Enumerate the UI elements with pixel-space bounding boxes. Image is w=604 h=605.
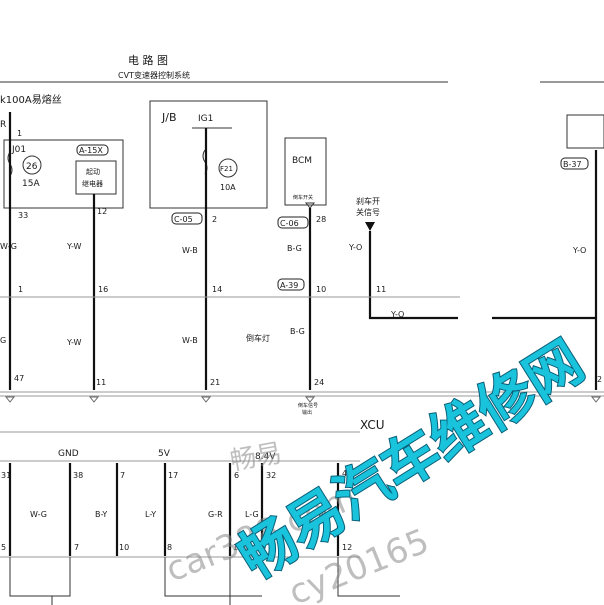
- bus-top-pin-38: 38: [73, 471, 83, 480]
- wire-color-r: R: [0, 120, 6, 130]
- bus-bottom-pin-7: 7: [74, 543, 79, 552]
- xcu-pin-47: 47: [14, 374, 24, 383]
- xcu-label: XCU: [360, 418, 385, 432]
- wire-wg-upper: W-G: [0, 242, 17, 251]
- bus-gnd: GND: [58, 449, 79, 459]
- brake-signal-arrow: [365, 222, 375, 231]
- wire-yo-lower: Y-O: [390, 310, 404, 319]
- wire-bg-upper: B-G: [287, 244, 302, 253]
- fuse-f21-number: F21: [220, 165, 233, 173]
- fuse-link-label: k100A易熔丝: [0, 93, 62, 106]
- bus-bottom-pin-11: 11: [233, 543, 243, 552]
- bus-top-pin-6: 6: [234, 471, 239, 480]
- relay-label-1: 起动: [86, 167, 100, 176]
- mid-pin-16: 16: [98, 285, 108, 294]
- relay-pin: 12: [97, 207, 107, 216]
- relay-connector: A-15X: [79, 146, 103, 155]
- wire-bg-lower: B-G: [290, 327, 305, 336]
- xcu-note-2: 输出: [302, 409, 312, 416]
- bus-top-pin-7: 7: [120, 471, 125, 480]
- mid-pin-11: 11: [376, 285, 386, 294]
- wire-g-lower: G: [0, 336, 6, 345]
- bus-top-pin-43: 43: [342, 469, 352, 478]
- jb-connector: C-05: [174, 215, 193, 224]
- bcm-title: BCM: [292, 156, 312, 166]
- bcm-connector: C-06: [280, 219, 299, 228]
- bus-top-pin-31: 31: [1, 471, 11, 480]
- bus-top-pin-17: 17: [168, 471, 178, 480]
- wire-col-brake: [368, 231, 458, 320]
- relay-connector-tag: [76, 144, 109, 156]
- right-connector: B-37: [563, 160, 582, 169]
- xcu-pin-markers: [4, 396, 602, 403]
- mid-pin-14: 14: [212, 285, 222, 294]
- fuse-26-circle: [22, 155, 42, 175]
- bus-wire-by: B-Y: [95, 510, 107, 519]
- starter-relay-box: [75, 160, 117, 195]
- mid-pin-left: 1: [18, 285, 23, 294]
- fuse-f21-rating: 10A: [220, 183, 236, 192]
- bus-bottom-pin-12: 12: [342, 543, 352, 552]
- wire-yo-upper: Y-O: [348, 243, 362, 252]
- brake-label-1: 刹车开: [356, 196, 380, 206]
- fuse-26-number: 26: [26, 162, 38, 172]
- right-pin-bottom: 2: [597, 375, 602, 384]
- a39-connector: A-39: [280, 281, 298, 290]
- diagram-subtitle: CVT变速器控制系统: [118, 70, 190, 80]
- bcm-note: 倒车开关: [293, 194, 313, 201]
- bus-bottom-pin-10: 10: [119, 543, 129, 552]
- j01-bottom-pin: 33: [18, 211, 28, 220]
- right-wire: Y-O: [572, 246, 586, 255]
- j01-top-pin: 1: [17, 129, 22, 138]
- jb-connector-tag: [171, 212, 203, 225]
- right-connector-tag: [560, 157, 589, 170]
- reverse-lamp-label: 倒车灯: [246, 333, 270, 343]
- bus-wire-gr: G-R: [208, 510, 223, 519]
- bus-wire-ly: L-Y: [145, 510, 156, 519]
- bus-wires: [8, 463, 340, 556]
- wire-yw-lower: Y-W: [66, 338, 82, 347]
- xcu-pin-11: 11: [96, 378, 106, 387]
- wire-wb-lower: W-B: [182, 336, 198, 345]
- bus-bottom-branches: [9, 557, 400, 605]
- diagram-title: 电 路 图: [128, 54, 168, 67]
- wire-wb-upper: W-B: [182, 246, 198, 255]
- fuse-26-rating: 15A: [22, 179, 40, 189]
- brake-label-2: 关信号: [356, 207, 380, 217]
- j01-label: J01: [11, 145, 26, 155]
- bus-8v4: 8.4V: [255, 452, 276, 462]
- bus-wire-wg: W-G: [30, 510, 47, 519]
- a39-connector-tag: [277, 278, 305, 291]
- relay-label-2: 继电器: [82, 179, 103, 188]
- bcm-connector-tag: [277, 216, 309, 229]
- bus-bottom-pin-5: 5: [1, 543, 6, 552]
- jb-circuit: IG1: [198, 114, 213, 124]
- jb-title: J/B: [161, 111, 177, 124]
- mid-pin-10: 10: [316, 285, 326, 294]
- jb-pin: 2: [212, 215, 217, 224]
- bus-wire-wy: W-Y: [318, 510, 333, 519]
- bcm-box: [284, 137, 327, 206]
- bcm-pin: 28: [316, 215, 326, 224]
- bus-bottom-pin-8: 8: [167, 543, 172, 552]
- bus-5v: 5V: [158, 449, 171, 459]
- jb-box: [149, 100, 268, 209]
- wire-yw-upper: Y-W: [66, 242, 82, 251]
- xcu-note-1: 倒车信号: [298, 402, 318, 409]
- xcu-pin-24: 24: [314, 378, 324, 387]
- xcu-pin-21: 21: [210, 378, 220, 387]
- bus-wire-lg: L-G: [245, 510, 259, 519]
- bus-top-pin-32: 32: [266, 471, 276, 480]
- right-module-box: [566, 114, 604, 149]
- fuse-f21-circle: [218, 158, 238, 178]
- bcm-output-arrow: [304, 202, 316, 209]
